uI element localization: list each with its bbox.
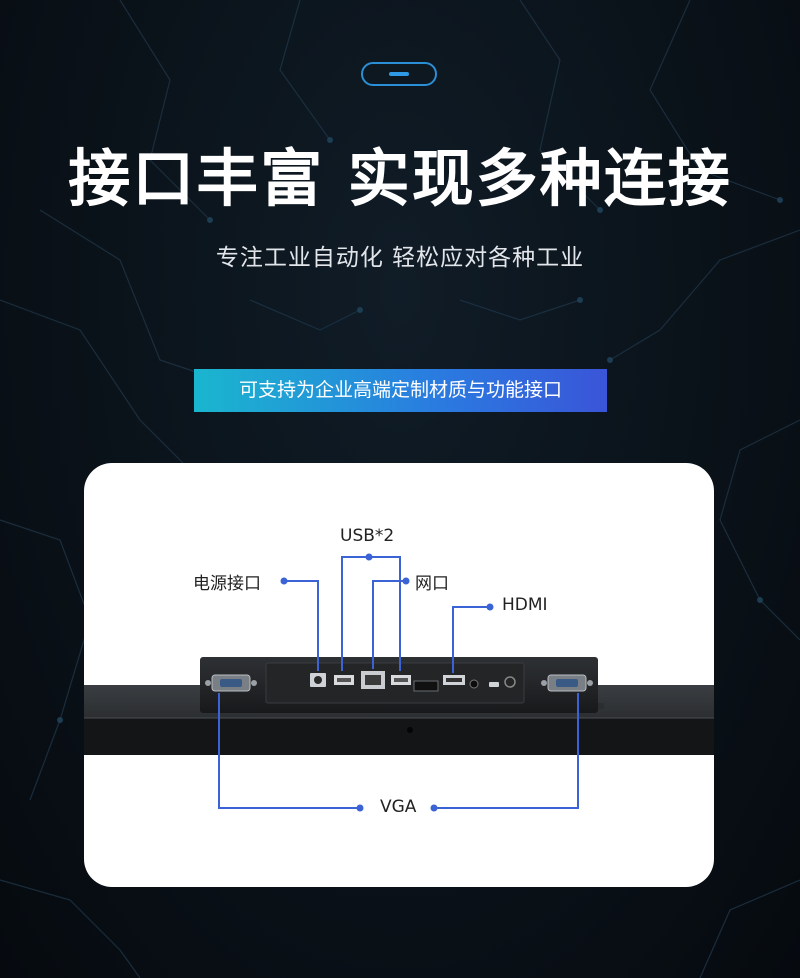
power-jack-icon xyxy=(310,673,326,687)
vga-port-label: VGA xyxy=(380,797,417,817)
audio-jack-icon xyxy=(469,679,479,689)
power-button-icon xyxy=(504,676,516,688)
interface-diagram-card: 电源接口 USB*2 网口 HDMI VGA xyxy=(84,463,714,887)
decorative-pill-icon xyxy=(361,62,437,86)
hdmi-port-icon xyxy=(443,675,465,685)
device-diagram xyxy=(84,553,714,812)
pill-dash xyxy=(389,72,409,76)
usb-port-label: USB*2 xyxy=(340,526,395,546)
feature-banner: 可支持为企业高端定制材质与功能接口 xyxy=(194,369,607,412)
usb-port-2-icon xyxy=(391,675,411,685)
mini-port-icon xyxy=(489,682,499,687)
vga-port-right-icon xyxy=(541,674,593,692)
power-port-label: 电源接口 xyxy=(193,574,261,594)
lan-port-label: 网口 xyxy=(415,574,449,594)
page-title: 接口丰富 实现多种连接 xyxy=(68,142,732,215)
vga-port-left-icon xyxy=(205,674,257,692)
callout-dots xyxy=(280,553,494,812)
usb-port-1-icon xyxy=(334,675,354,685)
lan-port-icon xyxy=(361,671,385,689)
page-subtitle: 专注工业自动化 轻松应对各种工业 xyxy=(215,245,585,271)
display-port-icon xyxy=(413,680,439,692)
hdmi-port-label: HDMI xyxy=(502,595,548,615)
